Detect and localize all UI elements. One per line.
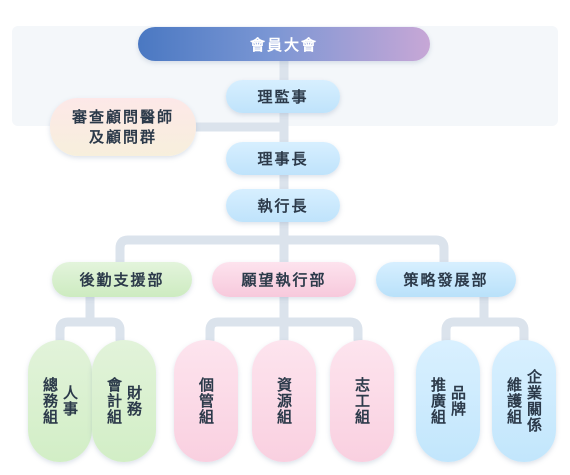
logistics-dept-node: 後勤支援部 <box>52 262 192 297</box>
team-col: 個管組 <box>197 377 215 425</box>
chairman-node: 理事長 <box>226 142 340 175</box>
departments-connector <box>115 235 449 267</box>
team-col: 總務組 <box>41 377 59 425</box>
advisors-line-2: 及顧問群 <box>88 128 157 146</box>
advisors-line-1: 審查顧問醫師 <box>71 108 174 126</box>
ceo-node: 執行長 <box>226 189 340 222</box>
team-col: 品牌 <box>449 385 467 417</box>
team-col: 志工組 <box>353 377 371 425</box>
team-col: 會計組 <box>105 377 123 425</box>
team-col: 維護組 <box>505 377 523 425</box>
case-management-team: 個管組 <box>174 340 238 462</box>
strategy-dept-node: 策略發展部 <box>376 262 516 297</box>
team-col: 人事 <box>61 385 79 417</box>
team-col: 推廣組 <box>429 377 447 425</box>
advisors-node: 審查顧問醫師 及顧問群 <box>50 98 196 156</box>
hr-general-affairs-team: 人事 總務組 <box>28 340 92 462</box>
team-col: 企業關係 <box>525 369 543 433</box>
supervisors-node: 理監事 <box>226 80 340 113</box>
finance-accounting-team: 財務 會計組 <box>92 340 156 462</box>
general-assembly-node: 會員大會 <box>138 27 430 61</box>
volunteers-team: 志工組 <box>330 340 394 462</box>
brand-promotion-team: 品牌 推廣組 <box>416 340 480 462</box>
team-col: 資源組 <box>275 377 293 425</box>
corporate-relations-team: 企業關係 維護組 <box>492 340 556 462</box>
wish-dept-node: 願望執行部 <box>212 262 356 297</box>
team-col: 財務 <box>125 385 143 417</box>
resources-team: 資源組 <box>252 340 316 462</box>
